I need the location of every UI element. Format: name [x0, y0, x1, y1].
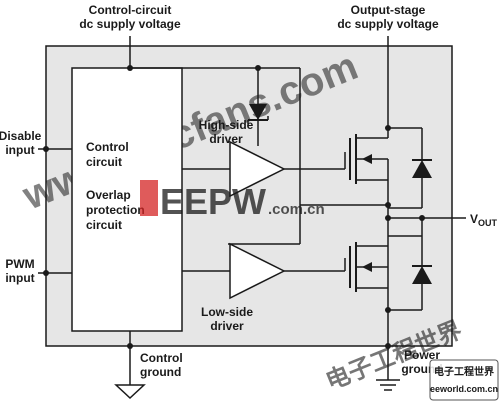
high-side-driver-label-2: driver: [209, 132, 243, 146]
pwm-input-label: PWM: [5, 257, 34, 271]
eeworld-watermark: 电子工程世界 eeworld.com.cn: [429, 359, 499, 401]
overlap-protection-label: Overlap: [86, 188, 131, 202]
low-side-driver-label: Low-side: [201, 305, 253, 319]
high-fet-arrow-icon: [362, 154, 372, 164]
disable-input-label-2: input: [5, 143, 34, 157]
low-side-driver-label-2: driver: [210, 319, 244, 333]
control-circuit-label-2: circuit: [86, 155, 122, 169]
low-diode-icon: [412, 266, 432, 284]
overlap-protection-label-3: circuit: [86, 218, 122, 232]
high-diode-icon: [412, 160, 432, 178]
power-ground-icon: [376, 379, 400, 391]
control-circuit-block: [71, 67, 183, 332]
eepw-domain: .com.cn: [268, 201, 325, 218]
vout-label-sub: OUT: [478, 218, 498, 228]
eepw-logo-bar: [140, 180, 158, 216]
vout-label: VOUT: [470, 212, 498, 228]
eeworld-badge: [429, 359, 499, 401]
power-ground-junction: [385, 343, 391, 349]
control-supply-label: Control-circuit: [89, 3, 172, 17]
pwm-input-junction: [43, 270, 49, 276]
eepw-watermark: EEPW .com.cn: [140, 180, 325, 222]
control-ground-junction: [127, 343, 133, 349]
bootstrap-diode-icon: [249, 104, 267, 120]
eeworld-badge-domain: eeworld.com.cn: [430, 384, 498, 394]
low-diode-junction: [385, 307, 391, 313]
output-sense-junction: [385, 202, 391, 208]
output-supply-label: Output-stage: [351, 3, 426, 17]
control-circuit-label: Control: [86, 140, 129, 154]
disable-input-junction: [43, 146, 49, 152]
control-ground-label: Control: [140, 351, 183, 365]
vout-label-main: V: [470, 212, 478, 226]
output-supply-label-2: dc supply voltage: [337, 17, 439, 31]
high-side-driver-label: High-side: [199, 118, 254, 132]
overlap-protection-label-2: protection: [86, 203, 145, 217]
control-supply-label-2: dc supply voltage: [79, 17, 181, 31]
pwm-input-label-2: input: [5, 271, 34, 285]
control-ground-icon: [114, 384, 146, 400]
eeworld-badge-cn: 电子工程世界: [434, 365, 494, 378]
power-ground-label: Power: [404, 348, 440, 362]
eepw-logo: EEPW: [160, 181, 266, 222]
disable-input-label: Disable: [0, 129, 42, 143]
low-fet-arrow-icon: [362, 262, 372, 272]
control-ground-label-2: ground: [140, 365, 181, 379]
